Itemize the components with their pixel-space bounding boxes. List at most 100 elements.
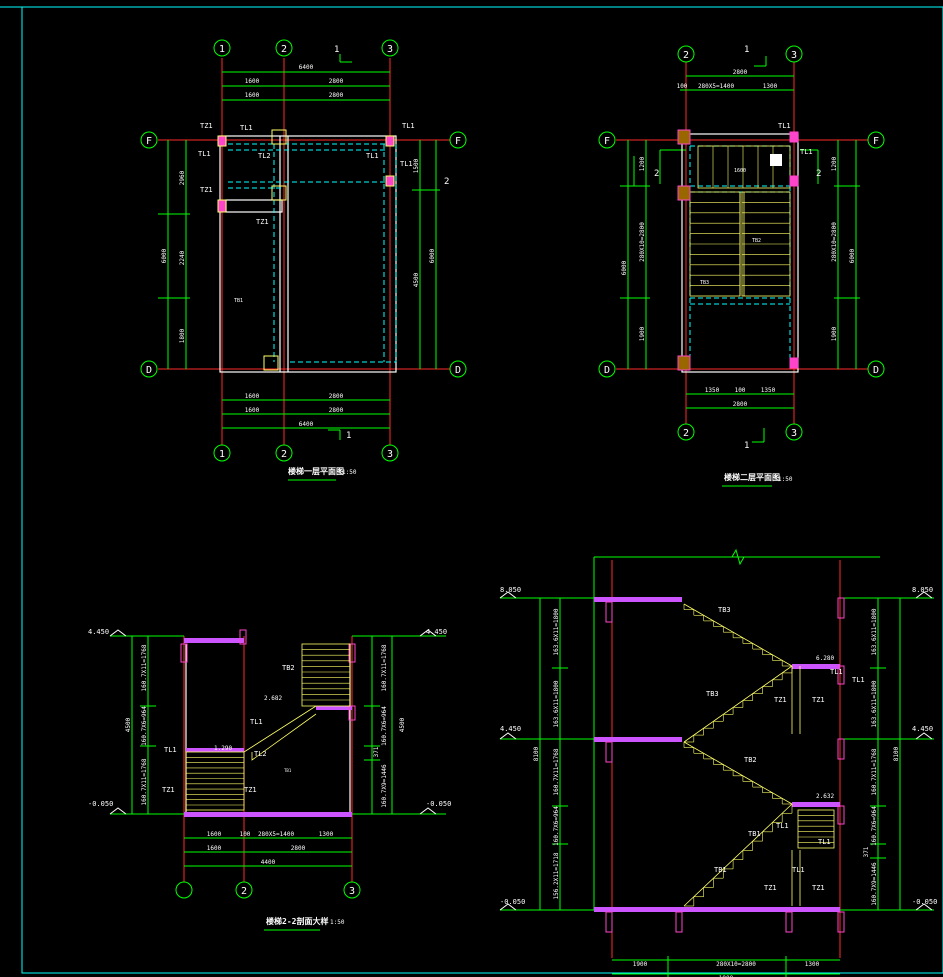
- section11-break-mark: [731, 548, 745, 566]
- section11-label: TB3: [706, 690, 719, 698]
- plan2-arrow-marker: [770, 154, 782, 166]
- section22-dim-right-b: 160.7X6=964: [381, 706, 388, 746]
- section11-label: TZ1: [812, 884, 825, 892]
- section22-stairs: [185, 643, 351, 811]
- plan1-label: TL1: [402, 122, 415, 130]
- plan1-scale: 1:50: [342, 469, 357, 476]
- section11-elev-top-right: 8.050: [912, 586, 933, 594]
- section22-slabs: [184, 638, 352, 817]
- section22-walls: [185, 644, 351, 814]
- plan2-axis-bottom-3: 3: [791, 428, 797, 439]
- plan2-dim-left-b: 280X10=2800: [639, 222, 646, 262]
- section11-label: TB1: [714, 866, 727, 874]
- plan2-axis-bottom-2: 2: [683, 428, 689, 439]
- plan1-label: TZ1: [200, 122, 213, 130]
- section22-elev-bottom-left: -0.050: [88, 800, 113, 808]
- section11-dim-right-f: 160.7X9=1446: [871, 862, 878, 906]
- plan2-dims: [620, 56, 860, 443]
- plan2-label: TL1: [778, 122, 791, 130]
- section11-axes: [611, 560, 841, 958]
- section22-dim-right-a: 160.7X11=1768: [381, 644, 388, 691]
- section22-axis-bottom-2: 2: [241, 886, 247, 897]
- section22-level-1: 1.290: [214, 745, 232, 752]
- plan2-dim-left-total: 6000: [621, 260, 628, 275]
- section22-dim-right-c: 371: [373, 746, 380, 757]
- section11-dim-right-b: 163.6X11=1800: [871, 680, 878, 727]
- plan1-label: TL1: [240, 124, 253, 132]
- section22-label: TL1: [250, 718, 263, 726]
- plan2-walls: [681, 133, 799, 373]
- plan1-dims: [158, 54, 440, 440]
- plan1-axis-top-3: 3: [387, 44, 393, 55]
- plan1-dim-left-b: 2240: [179, 250, 186, 265]
- section11-slabs: [594, 597, 840, 912]
- plan2-dim-bot-b: 100: [735, 387, 746, 394]
- section11-dim-bot-c: 1300: [805, 961, 820, 968]
- section11-dim-left-c: 160.7X11=1768: [553, 748, 560, 795]
- plan1-columns: [217, 129, 395, 371]
- section11-label: TZ1: [774, 696, 787, 704]
- plan1-axes: [158, 58, 450, 447]
- plan2-columns: [677, 129, 799, 371]
- plan1-dim-top-c: 1600: [245, 92, 260, 99]
- section22-dim-bot-total: 4400: [261, 859, 276, 866]
- plan1-dim-bot-d: 2800: [329, 407, 344, 414]
- section22-label: TL2: [254, 750, 267, 758]
- section11-dim-right-a: 163.6X11=1800: [871, 608, 878, 655]
- plan2-dim-right-total: 6000: [849, 248, 856, 263]
- plan1-label: TL1: [366, 152, 379, 160]
- plan1-dim-left-total: 6000: [161, 248, 168, 263]
- plan1-dim-right-total: 6000: [429, 248, 436, 263]
- section11-elev-mid-left: 4.450: [500, 725, 521, 733]
- section22-dim-bot-e: 1600: [207, 845, 222, 852]
- plan1-dim-bot-a: 1600: [245, 393, 260, 400]
- section22-dim-bot-a: 1600: [207, 831, 222, 838]
- section22-title: 楼梯2-2剖面大样: [266, 916, 328, 926]
- plan1-label: TL1: [198, 150, 211, 158]
- plan1-label: TL2: [258, 152, 271, 160]
- section11-level-upper: 6.280: [816, 655, 834, 662]
- section22-elev-top-left: 4.450: [88, 628, 109, 636]
- section11-label: TB2: [744, 756, 757, 764]
- section22-dim-bot-d: 1300: [319, 831, 334, 838]
- plan2-dim-right-c: 1900: [831, 326, 838, 341]
- section22-label: TB1: [284, 768, 292, 773]
- plan2-dim-top-total: 2800: [733, 69, 748, 76]
- section22-label: TB2: [282, 664, 295, 672]
- section11-stairs: [683, 603, 835, 907]
- section22-dim-left-b: 160.7X6=964: [141, 706, 148, 746]
- section11-dim-bot-a: 1900: [633, 961, 648, 968]
- plan2-dim-bot-c: 1350: [761, 387, 776, 394]
- section22-elev-marks: [109, 629, 437, 815]
- section11-elev-mid-right: 4.450: [912, 725, 933, 733]
- section22-axis-bottom-3: 3: [349, 886, 355, 897]
- section22-label: TZ1: [244, 786, 257, 794]
- section11-dim-left-e: 156.2X11=1718: [553, 852, 560, 899]
- section22-elev-top-right: 4.450: [426, 628, 447, 636]
- plan2-treads: [690, 146, 790, 286]
- plan1-dim-bot-c: 1600: [245, 407, 260, 414]
- plan2-dim-right-a: 1200: [831, 156, 838, 171]
- section22-group: 2 3 4.450 -0.050 4.450 -0.050 2.682 1.29…: [88, 628, 451, 931]
- plan2-label: 1600: [734, 168, 746, 174]
- section11-label: TL1: [852, 676, 865, 684]
- plan1-dim-right-a: 4500: [413, 272, 420, 287]
- plan2-axis-top-2: 2: [683, 50, 689, 61]
- plan1-axis-right-f: F: [455, 136, 461, 147]
- plan1-group: 1 2 3 1 2 3 F D F D 6400 1600 2800 1600 …: [140, 39, 467, 481]
- section22-bubbles: [175, 881, 361, 899]
- plan2-axis-top-3: 3: [791, 50, 797, 61]
- section11-elev-top-left: 8.050: [500, 586, 521, 594]
- section11-treads: [683, 604, 834, 907]
- plan1-label: TL1: [400, 160, 413, 168]
- plan1-label: TB1: [234, 298, 243, 304]
- plan2-dim-left-a: 1200: [639, 156, 646, 171]
- plan1-axis-top-1: 1: [219, 44, 225, 55]
- plan1-walls: [219, 135, 397, 373]
- section11-label: TZ1: [812, 696, 825, 704]
- section11-dim-left-d: 160.7X6=964: [553, 806, 560, 846]
- section11-elev-marks: [499, 591, 933, 911]
- plan2-title: 楼梯二层平面图: [724, 472, 780, 482]
- section22-dim-left-total: 4500: [125, 717, 132, 732]
- section11-dim-left-a: 163.6X11=1800: [553, 608, 560, 655]
